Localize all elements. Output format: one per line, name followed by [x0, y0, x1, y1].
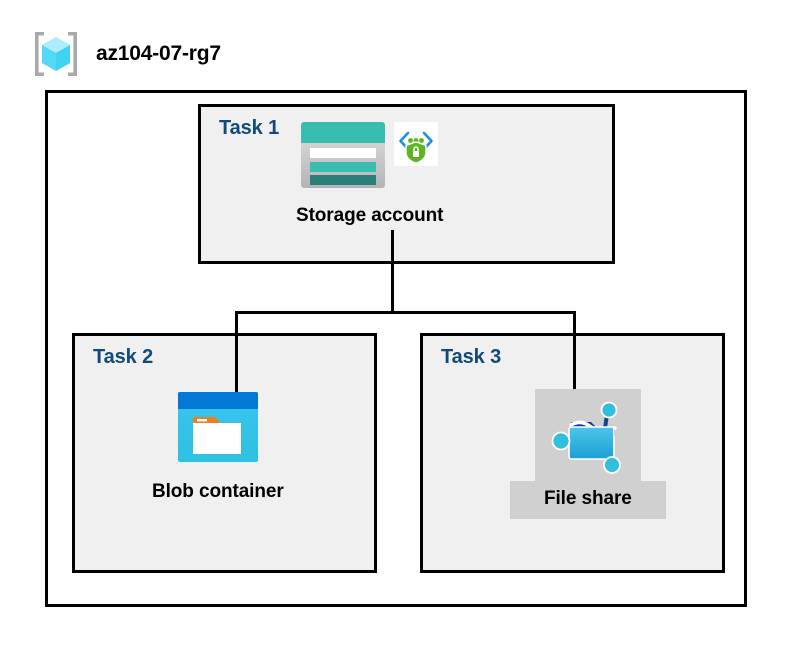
node-caption-file-share: File share	[510, 481, 666, 519]
secure-endpoint-shield-icon	[394, 122, 439, 171]
task-label-2: Task 2	[93, 346, 154, 368]
connector-storage-to-branch	[391, 230, 394, 314]
task-label-3: Task 3	[441, 346, 502, 368]
resource-group-header: az104-07-rg7	[30, 28, 221, 80]
node-blob-container[interactable]: Blob container	[152, 392, 284, 503]
task-box-2[interactable]: Task 2	[72, 333, 377, 573]
storage-icon-row	[301, 122, 439, 193]
task-label-1: Task 1	[219, 117, 280, 139]
node-file-share[interactable]: File share	[510, 389, 666, 519]
connector-branch-horizontal	[235, 311, 576, 314]
node-caption-blob-container: Blob container	[152, 481, 284, 502]
blob-container-icon	[177, 392, 258, 467]
node-caption-storage-account: Storage account	[296, 205, 444, 226]
file-share-icon	[534, 389, 641, 481]
connector-branch-to-blob	[235, 311, 238, 393]
node-storage-account[interactable]: Storage account	[296, 122, 443, 227]
storage-account-icon	[301, 122, 386, 193]
resource-group-icon	[30, 28, 82, 80]
connector-branch-to-fileshare	[573, 311, 576, 392]
resource-group-title: az104-07-rg7	[96, 42, 221, 65]
